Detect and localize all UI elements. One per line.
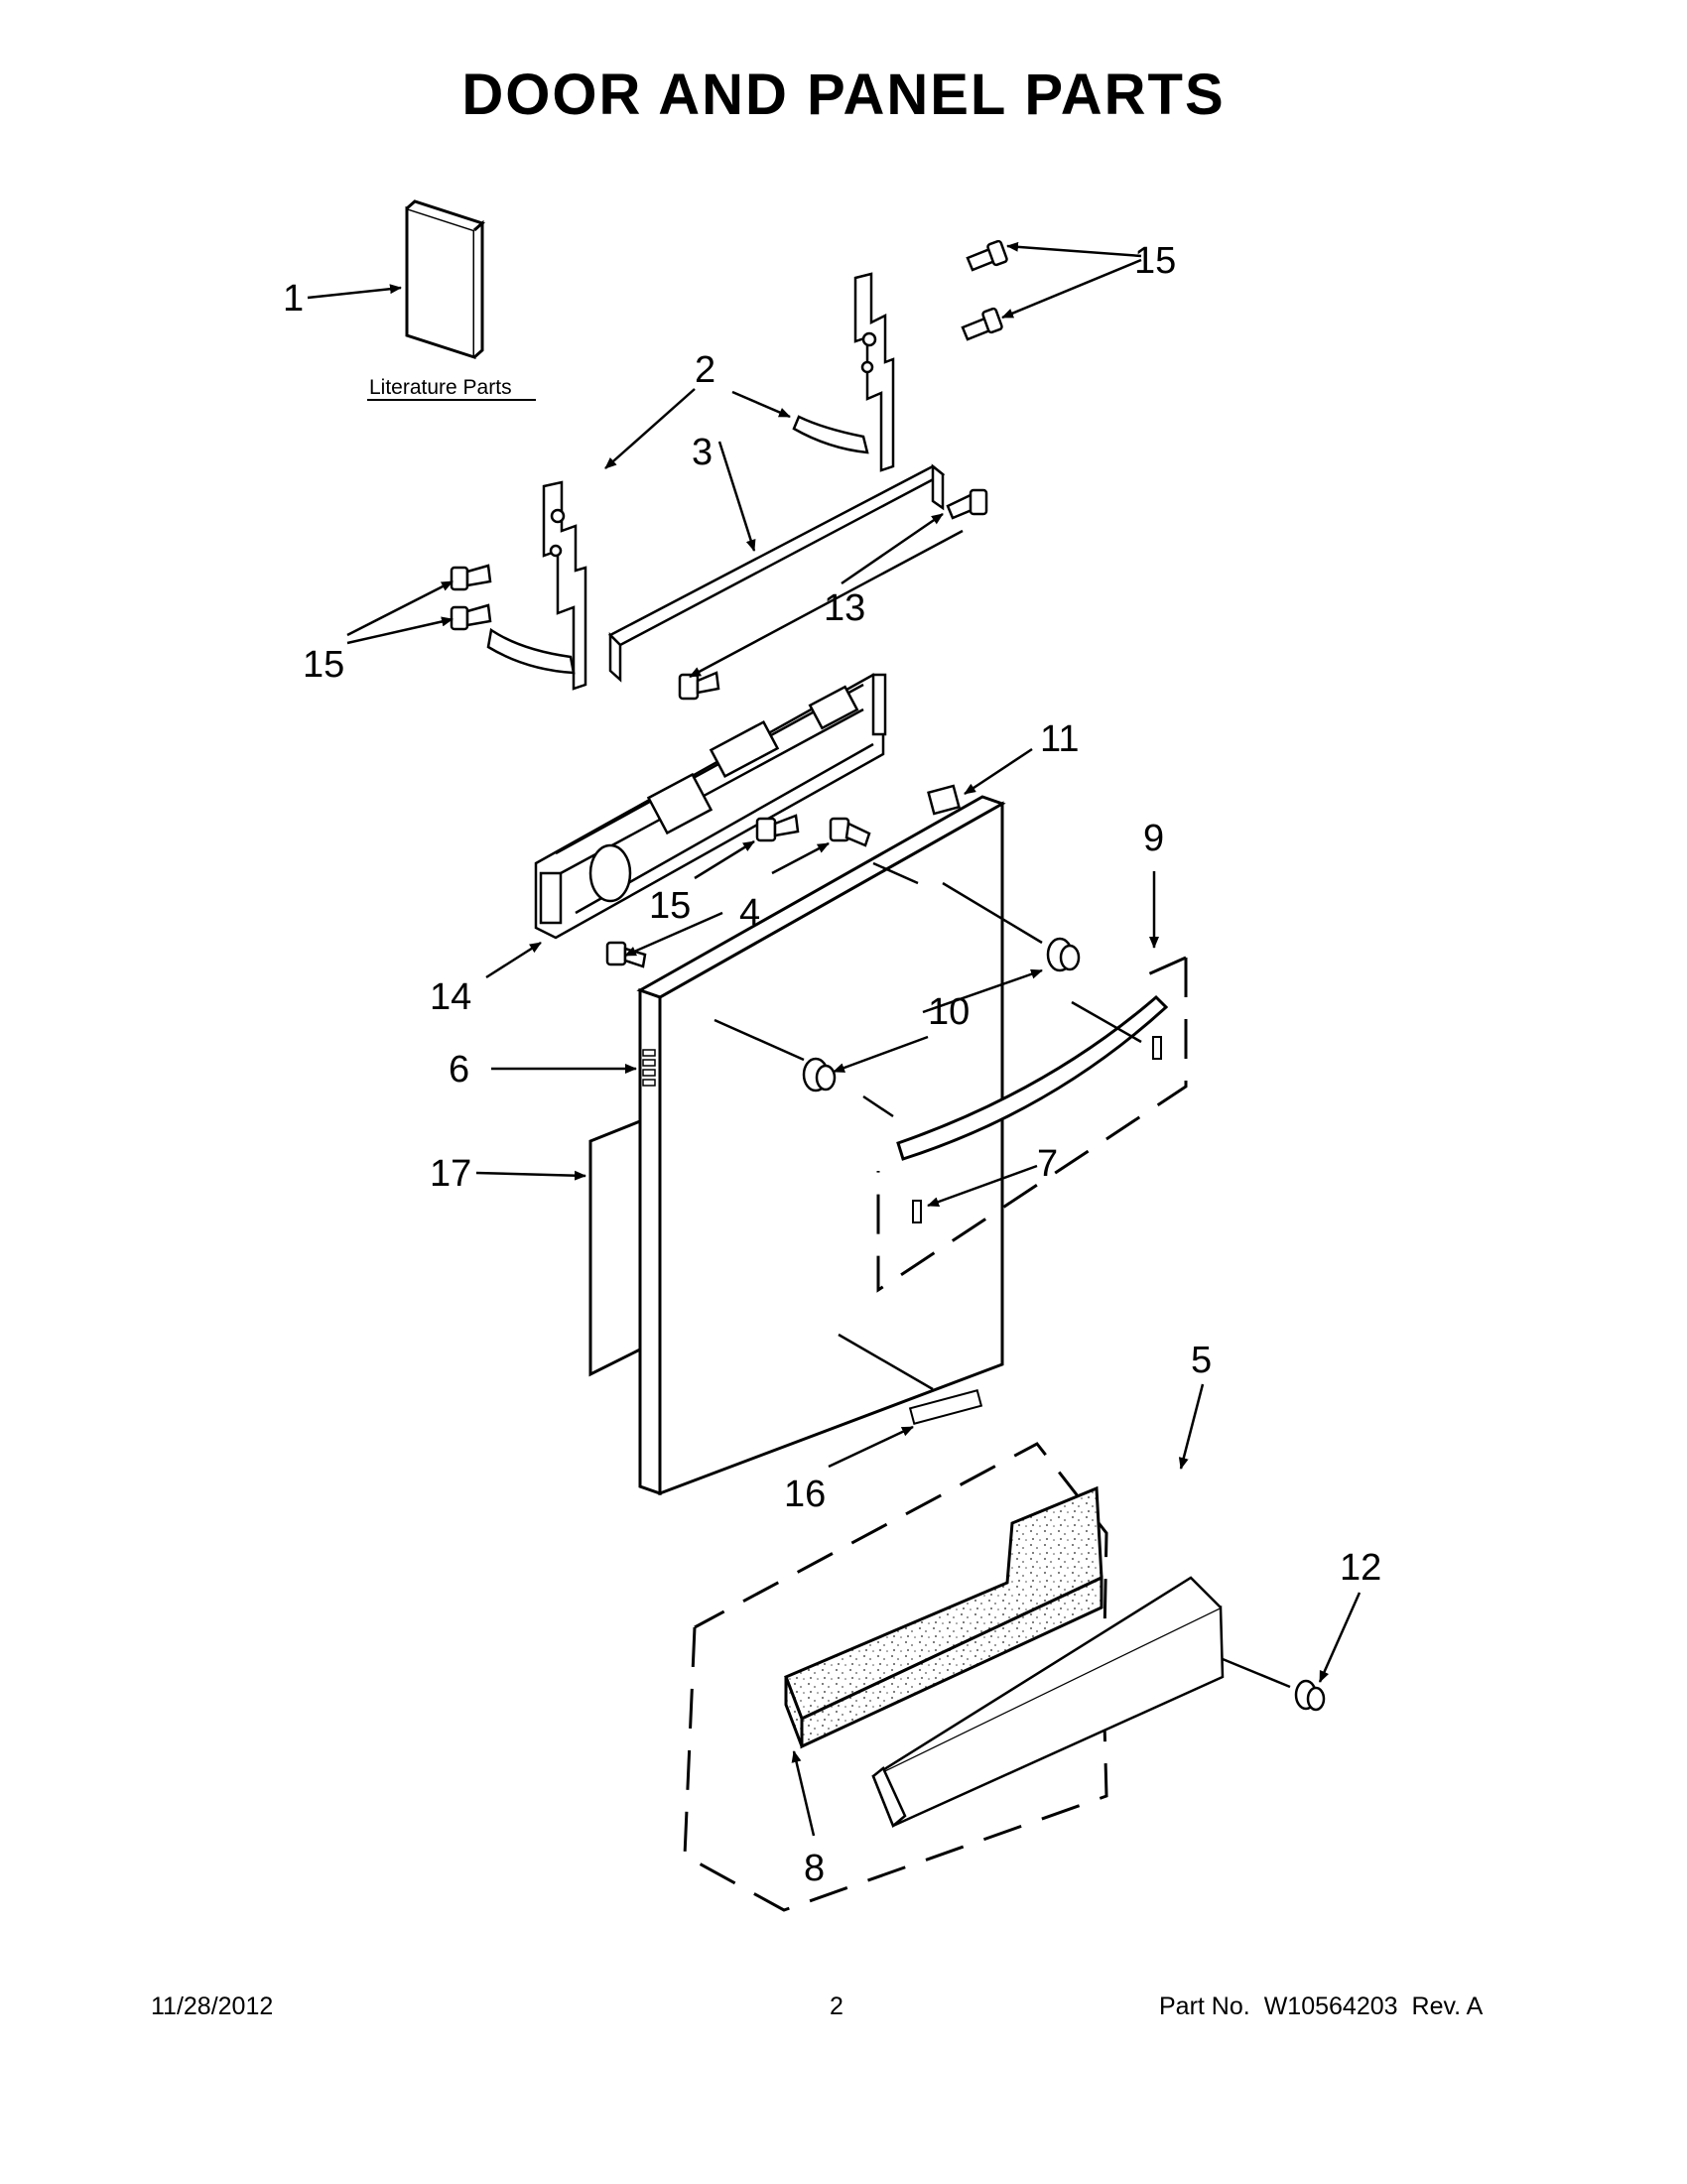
callout-11: 11 (1040, 718, 1079, 760)
footer-part-label: Part No. (1159, 1992, 1250, 2020)
door-panel (636, 795, 1006, 1496)
callout-13: 13 (824, 587, 865, 629)
door-clip (927, 784, 961, 816)
screw-15-left-1 (450, 564, 492, 591)
screw-15-left-2 (450, 603, 492, 631)
callout-7: 7 (1037, 1143, 1058, 1185)
callout-17: 17 (430, 1153, 471, 1195)
footer-part-number: W10564203 (1263, 1992, 1398, 2020)
leader-arrows (307, 241, 1362, 1837)
callout-4: 4 (739, 892, 760, 934)
handle-pin-left (912, 1200, 922, 1223)
literature-parts-label: Literature Parts (369, 376, 512, 399)
callout-8: 8 (804, 1848, 825, 1889)
right-door-bracket (792, 272, 895, 472)
control-panel-assembly (534, 673, 887, 940)
callout-14: 14 (430, 976, 471, 1018)
callout-3: 3 (692, 432, 713, 473)
handle-stud-right (1046, 937, 1081, 972)
footer-date: 11/28/2012 (151, 1992, 274, 2020)
door-vent (642, 1049, 656, 1087)
callout-9: 9 (1143, 818, 1164, 859)
callout-5: 5 (1191, 1340, 1212, 1381)
kickplate-insulation (784, 1485, 1103, 1749)
callout-12: 12 (1340, 1547, 1381, 1589)
door-top-bar (607, 463, 946, 683)
kick-plate (871, 1576, 1225, 1829)
left-door-bracket (486, 480, 587, 691)
kickplate-screw (1222, 1657, 1326, 1712)
literature-parts-booklet (405, 199, 485, 360)
screw-15-top-2 (961, 307, 1003, 341)
handle-stud-left (802, 1057, 837, 1092)
callout-15-panel: 15 (649, 885, 691, 927)
assembly-centerlines (714, 861, 1142, 1391)
handle-pin-right (1152, 1036, 1162, 1060)
kickplate-group-outline (683, 1442, 1108, 1912)
screw-13-bottom (678, 671, 720, 701)
callout-2: 2 (695, 349, 715, 391)
callout-15-left: 15 (303, 644, 344, 686)
callout-1: 1 (283, 278, 304, 320)
screw-13-top (946, 488, 988, 520)
brand-badge (908, 1388, 983, 1426)
callout-10: 10 (928, 991, 970, 1033)
footer-part-info: Part No. W10564203 Rev. A (1159, 1992, 1496, 2021)
handle-group-outline (876, 956, 1188, 1293)
screw-15-panel (755, 814, 800, 842)
callout-6: 6 (449, 1049, 469, 1091)
door-gasket (588, 1118, 642, 1377)
door-handle (896, 994, 1169, 1161)
page-title: DOOR AND PANEL PARTS (461, 63, 1226, 127)
screw-15-top-1 (966, 239, 1008, 272)
footer-page-number: 2 (830, 1992, 844, 2020)
footer-revision: Rev. A (1411, 1992, 1484, 2020)
screw-4-right (829, 817, 871, 847)
callout-15-top: 15 (1134, 240, 1176, 282)
callout-16: 16 (784, 1474, 826, 1515)
